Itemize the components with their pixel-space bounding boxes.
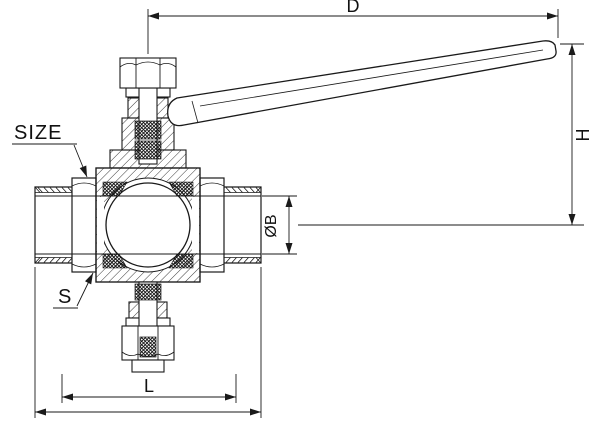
dimension-d: D [147,0,559,54]
right-hex-body [199,177,225,273]
s-label: S [58,286,72,308]
handle-lever [167,40,557,127]
dimension-overall-length [34,267,262,418]
left-hex-body [71,177,97,273]
size-label: SIZE [14,122,62,144]
drain-packing [134,283,162,301]
dimension-l: L [61,374,237,403]
dimension-h: H [298,43,593,226]
seat-top-right [168,181,194,197]
stem-nut-facets [135,58,161,88]
dim-overall-lines [34,267,262,418]
dim-d-lines [147,9,559,54]
dim-l-label: L [144,376,154,396]
handle-rib-line [199,49,544,107]
right-threaded-end [224,186,262,264]
stem-packing-lower [134,140,162,160]
bottom-drain-assembly [121,281,175,373]
dimension-bore: ØB [262,195,297,255]
seat-bottom-right [168,253,194,269]
bore-opening-left [97,197,104,253]
stem-nut [119,57,177,89]
right-hex-section [199,177,225,273]
right-end-outline [224,186,262,264]
left-hex-chamfer-arcs [71,182,97,268]
left-thread-marks [37,187,73,263]
right-thread-root-lines [224,192,261,258]
s-leader-arrow [85,273,93,285]
dim-d-label: D [347,0,360,16]
s-callout: S [53,272,94,309]
right-thread-marks [225,187,261,263]
dim-l-lines [61,374,237,403]
right-end-chamfer [255,186,262,264]
top-stem-assembly [109,57,187,169]
bore-lines [35,195,261,255]
dim-h-label: H [573,129,593,142]
left-hex-section [71,177,97,273]
bore-opening-right [192,197,199,253]
drain-plug-core [139,336,157,358]
size-leader-arrow [79,165,87,177]
left-threaded-end [34,186,73,264]
size-callout: SIZE [12,122,88,178]
stem-nut-chamfer-arcs [119,61,177,68]
ball-seats [102,181,194,269]
seat-top-left [102,181,128,197]
stem-packing-upper [134,120,162,140]
drain-tip [131,359,165,373]
seat-bottom-left [102,253,128,269]
handle-fold-line [191,100,199,124]
valve-body [95,167,201,283]
left-end-outline [34,186,72,264]
left-end-chamfer [34,186,41,264]
ball [105,182,191,268]
handle-outline [167,40,557,127]
right-hex-chamfer-arcs [199,182,225,268]
left-thread-root-lines [35,192,72,258]
dim-bore-label: ØB [263,214,280,237]
